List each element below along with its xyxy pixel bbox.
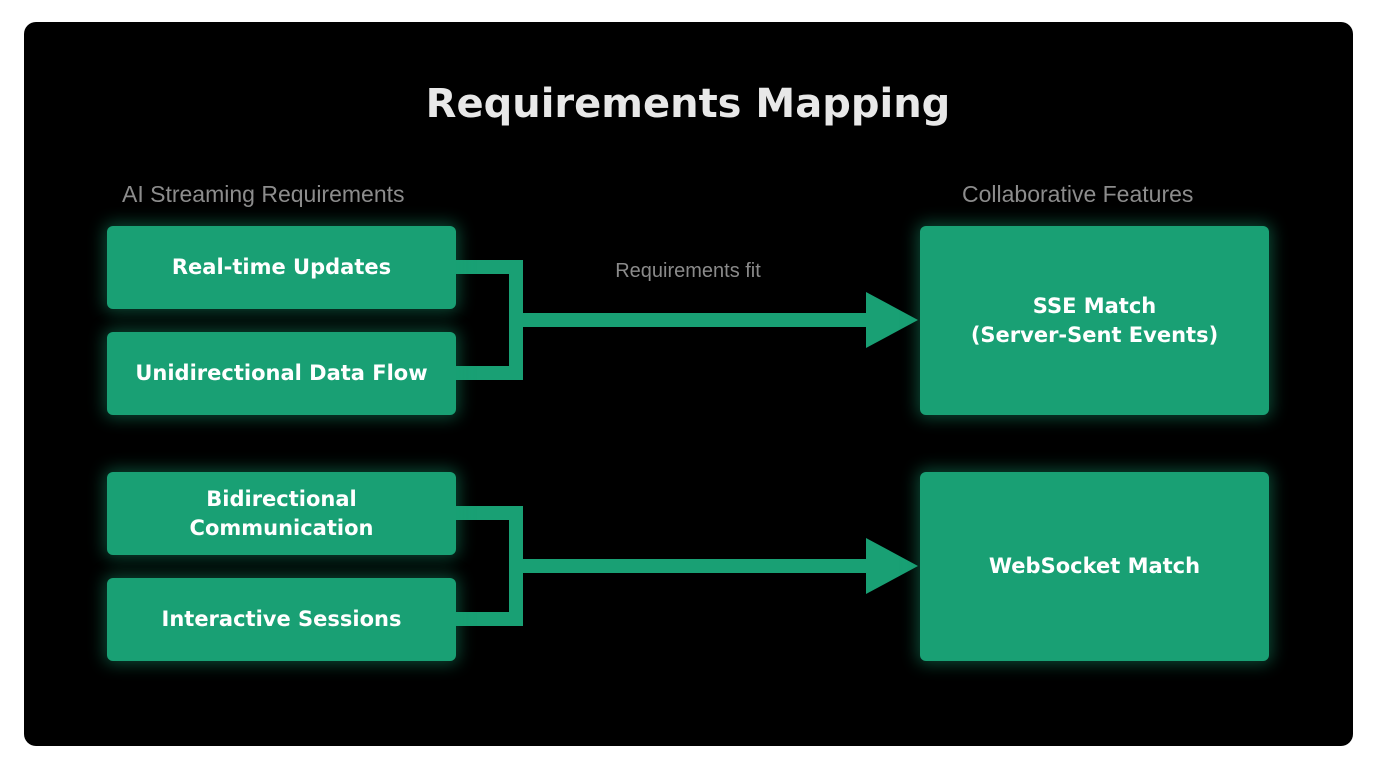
requirement-label-line-2: Communication	[189, 515, 374, 540]
arrowhead-sse	[866, 292, 918, 348]
connector-real-time	[456, 260, 523, 320]
requirement-bidirectional-communication: Bidirectional Communication	[107, 472, 456, 555]
feature-label: WebSocket Match	[988, 554, 1201, 578]
connector-label: Requirements fit	[615, 260, 761, 282]
requirement-label-line-1: Bidirectional	[206, 486, 357, 511]
feature-sse-match: SSE Match (Server-Sent Events)	[920, 226, 1269, 415]
feature-label-line-2: (Server-Sent Events)	[970, 322, 1219, 347]
features-column-label: Collaborative Features	[962, 181, 1194, 207]
requirement-unidirectional-data-flow: Unidirectional Data Flow	[107, 332, 456, 415]
connector-interactive	[456, 566, 523, 626]
connector-bidirectional	[456, 506, 523, 566]
connector-unidirectional	[456, 320, 523, 380]
requirements-column-label: AI Streaming Requirements	[122, 181, 405, 207]
diagram-title: Requirements Mapping	[425, 81, 951, 127]
arrowhead-websocket	[866, 538, 918, 594]
requirement-real-time-updates: Real-time Updates	[107, 226, 456, 309]
feature-label-line-1: SSE Match	[1032, 293, 1157, 318]
requirement-label: Unidirectional Data Flow	[135, 361, 428, 385]
requirement-label: Interactive Sessions	[161, 607, 402, 631]
feature-websocket-match: WebSocket Match	[920, 472, 1269, 661]
requirement-interactive-sessions: Interactive Sessions	[107, 578, 456, 661]
requirement-label: Real-time Updates	[171, 255, 392, 279]
